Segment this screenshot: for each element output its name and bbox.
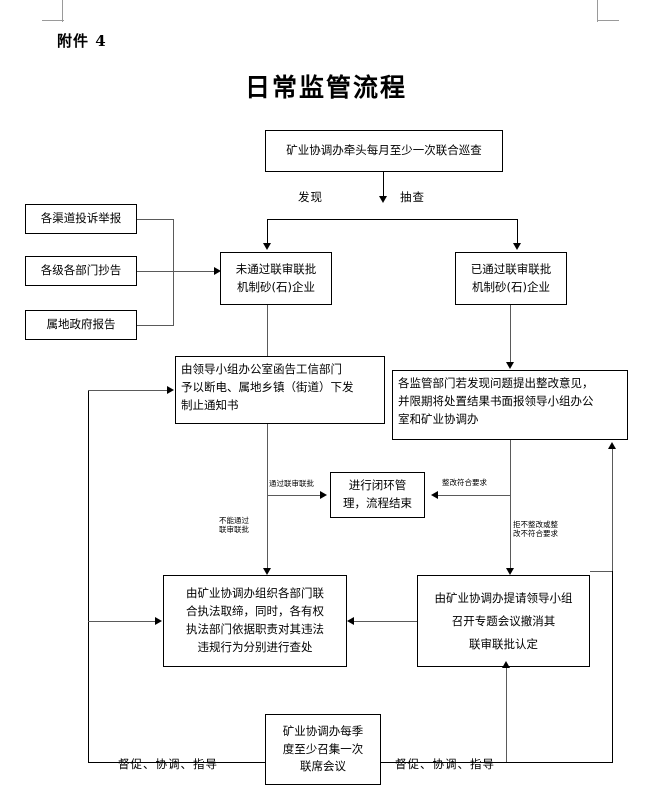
edge-revoke-to-meeting-v <box>506 667 507 762</box>
edge-supervise-left-h <box>88 762 265 763</box>
edge-label-rectify-fail: 拒不整改或整 改不符合要求 <box>513 520 558 539</box>
node-quarterly-joint-meeting: 矿业协调办每季 度至少召集一次 联席会议 <box>265 714 381 785</box>
edge-branch-right-arrow <box>513 243 521 250</box>
edge-right-feedback-arrow <box>608 442 616 449</box>
node-source-complaints: 各渠道投诉举报 <box>25 204 137 234</box>
node-not-approved-enterprise: 未通过联审联批 机制砂(石)企业 <box>220 252 332 305</box>
edge-approved-down <box>510 305 511 363</box>
edge-supervise-left-into-enforcement <box>88 621 157 622</box>
edge-powercut-trunk <box>267 424 268 571</box>
edge-source-bus <box>173 219 174 326</box>
edge-supervise-left-enforcement-arrow <box>155 617 162 625</box>
node-source-departments: 各级各部门抄告 <box>25 256 137 286</box>
edge-source-merge-arrow <box>214 267 221 275</box>
node-closed-loop-management: 进行闭环管 理，流程结束 <box>330 472 425 518</box>
edge-supervise-right-h <box>381 762 612 763</box>
edge-source3-out <box>137 325 174 326</box>
edge-label-supervise-left: 督促、协调、指导 <box>118 757 218 771</box>
edge-label-supervise-right: 督促、协调、指导 <box>395 757 495 771</box>
edge-start-stem <box>383 172 384 198</box>
node-power-cut-notice: 由领导小组办公室函告工信部门 予以断电、属地乡镇（街道）下发 制止通知书 <box>175 356 385 424</box>
edge-label-discover: 发现 <box>298 190 323 204</box>
edge-label-passed-review: 通过联审联批 <box>269 479 314 488</box>
node-approved-enterprise: 已通过联审联批 机制砂(石)企业 <box>455 252 567 305</box>
edge-right-feedback-foot <box>590 571 612 572</box>
edge-supervise-left-v <box>88 390 89 763</box>
edge-branch-right <box>517 219 518 244</box>
crop-mark-top-right <box>596 0 619 22</box>
edge-supervise-left-powercut-arrow <box>167 386 174 394</box>
edge-split-bar <box>267 219 517 220</box>
edge-label-fail-review: 不能通过 联审联批 <box>219 516 249 535</box>
edge-rectify-trunk-arrow <box>506 568 514 575</box>
edge-revoke-to-enforcement <box>353 621 417 622</box>
edge-start-stem-arrow <box>379 196 387 203</box>
attachment-label: 附件 4 <box>57 32 107 50</box>
page-title: 日常监管流程 <box>244 73 407 102</box>
node-source-local-government: 属地政府报告 <box>25 310 137 340</box>
node-joint-enforcement: 由矿业协调办组织各部门联 合执法取缔，同时，各有权 执法部门依据职责对其违法 违… <box>163 575 347 667</box>
edge-approved-down-arrow <box>506 362 514 369</box>
crop-mark-top-left <box>42 0 64 22</box>
edge-label-rectify-ok: 整改符合要求 <box>442 478 487 487</box>
edge-powercut-trunk-arrow <box>263 568 271 575</box>
edge-rectify-ok-arrow <box>431 491 438 499</box>
edge-passed-review-to-loop <box>267 495 322 496</box>
node-rectification-opinion: 各监管部门若发现问题提出整改意见， 并限期将处置结果书面报领导小组办公 室和矿业… <box>392 370 628 440</box>
edge-label-spot-check: 抽查 <box>400 190 425 204</box>
edge-source1-out <box>137 219 174 220</box>
edge-revoke-up-arrow <box>502 661 510 668</box>
node-revoke-approval: 由矿业协调办提请领导小组 召开专题会议撤消其 联审联批认定 <box>417 575 590 667</box>
edge-right-feedback-riser <box>612 448 613 571</box>
edge-rectify-trunk <box>510 440 511 571</box>
edge-supervise-left-into-powercut <box>88 390 169 391</box>
edge-rectify-ok-to-loop <box>437 495 510 496</box>
edge-branch-left <box>267 219 268 244</box>
edge-source2-out <box>137 271 216 272</box>
edge-branch-left-arrow <box>263 243 271 250</box>
edge-notapproved-down <box>267 305 268 356</box>
edge-passed-review-arrow <box>320 491 327 499</box>
node-start: 矿业协调办牵头每月至少一次联合巡查 <box>265 130 503 172</box>
edge-supervise-right-v <box>612 571 613 763</box>
edge-revoke-to-enforcement-arrow <box>347 617 354 625</box>
